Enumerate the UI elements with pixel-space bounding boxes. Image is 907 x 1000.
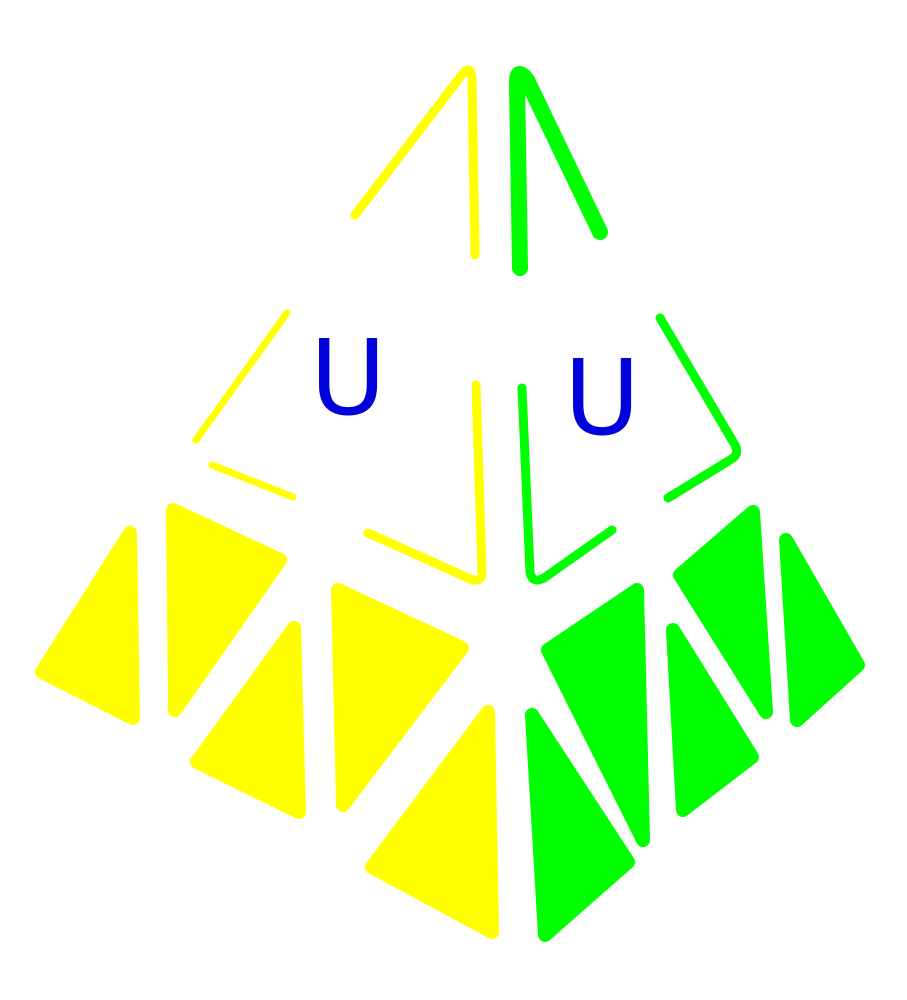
right-tip-outline [509, 66, 608, 276]
left-sticker-2 [166, 503, 287, 717]
right-face: U [509, 66, 865, 942]
right-sticker-2 [779, 533, 865, 727]
left-sticker-3 [190, 621, 306, 819]
right-sticker-3 [541, 583, 650, 847]
right-sticker-5 [525, 708, 635, 942]
right-face-label: U [564, 337, 640, 459]
left-edge-outline [208, 461, 297, 501]
right-lower-outline [517, 383, 617, 585]
right-middle-outline [655, 313, 742, 503]
left-sticker-4 [331, 583, 469, 812]
right-sticker-1 [673, 505, 773, 719]
left-sticker-1 [35, 526, 140, 725]
left-face: U [35, 65, 499, 939]
right-sticker-4 [666, 623, 759, 817]
left-tip-outline [350, 65, 480, 260]
left-sticker-5 [365, 705, 499, 939]
left-middle-outline [192, 309, 291, 444]
left-face-label: U [310, 317, 386, 439]
left-lower-outline [363, 380, 487, 585]
